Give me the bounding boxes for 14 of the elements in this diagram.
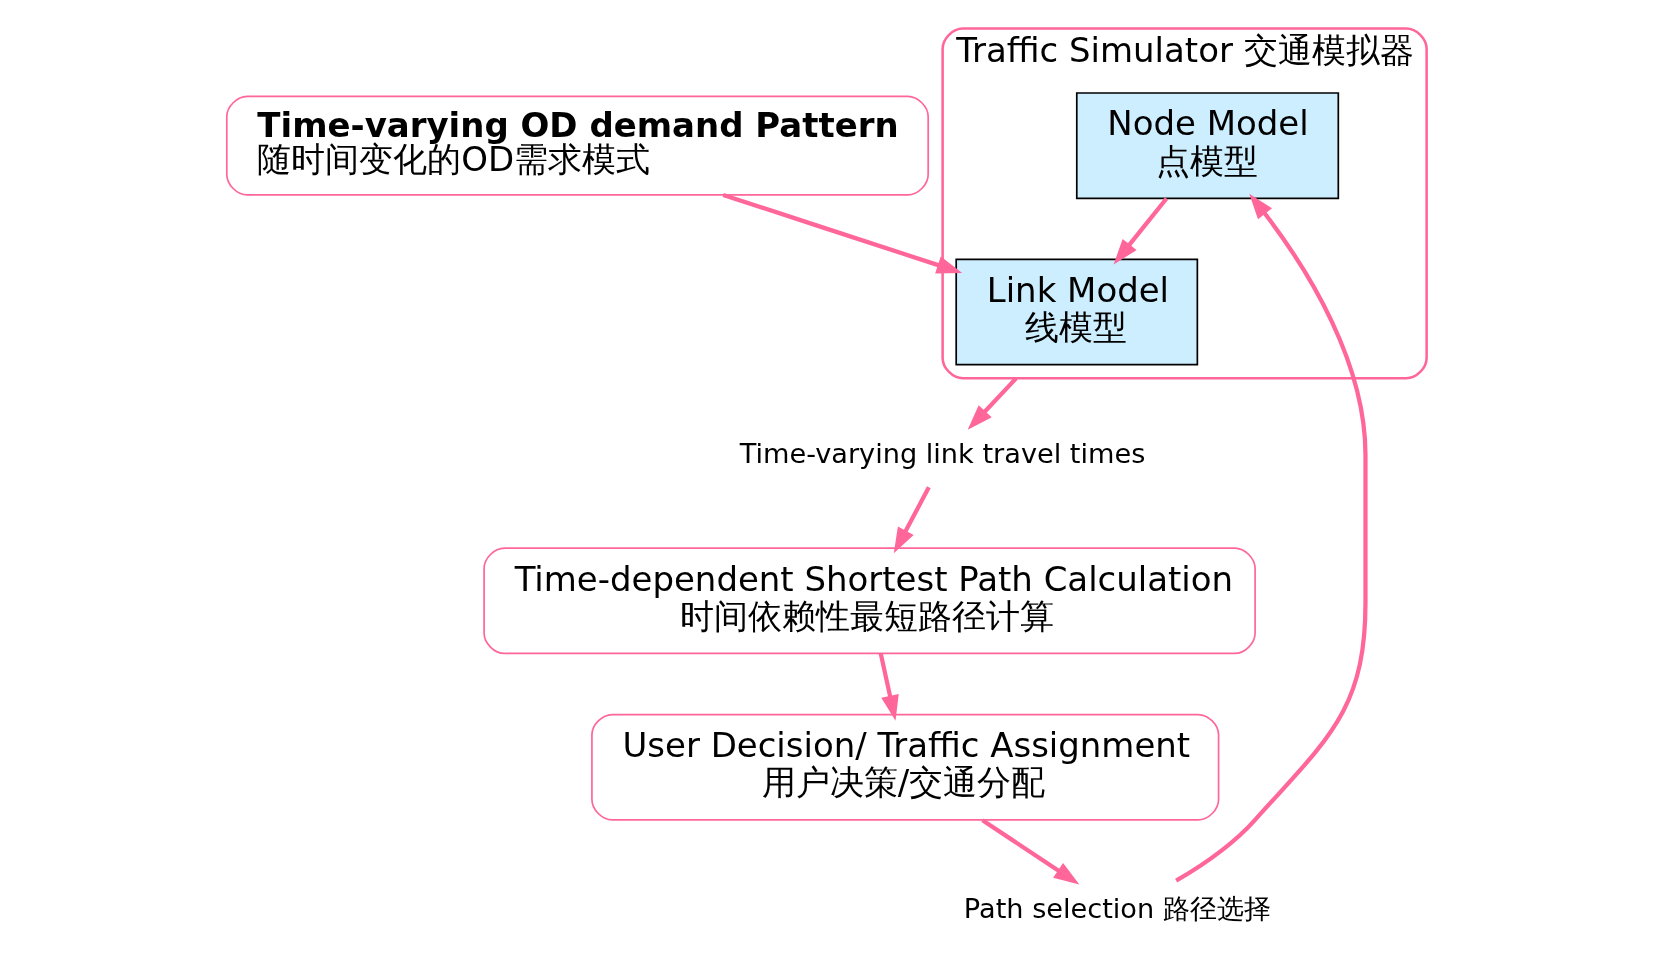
node-box: Node Model 点模型 bbox=[1075, 92, 1339, 200]
arrow bbox=[980, 818, 1079, 885]
arrow bbox=[967, 376, 1018, 430]
arrow bbox=[878, 653, 899, 721]
arrow bbox=[1174, 193, 1368, 883]
node-text: Path selection 路径选择 bbox=[963, 893, 1271, 925]
node-text: Time-varying link travel times bbox=[739, 437, 1145, 469]
node-box: User Decision/ Traffic Assignment 用户决策/交通分配 bbox=[590, 713, 1219, 821]
node-box: Link Model 线模型 bbox=[954, 258, 1198, 366]
arrow bbox=[722, 192, 962, 274]
arrow bbox=[893, 486, 931, 554]
node-box: Time-dependent Shortest Path Calculation 时间依赖性最短路径计算 bbox=[482, 547, 1256, 655]
node-box: Time-varying OD demand Pattern 随时间变化的OD需求模式 bbox=[225, 95, 929, 196]
arrow bbox=[1113, 197, 1168, 265]
